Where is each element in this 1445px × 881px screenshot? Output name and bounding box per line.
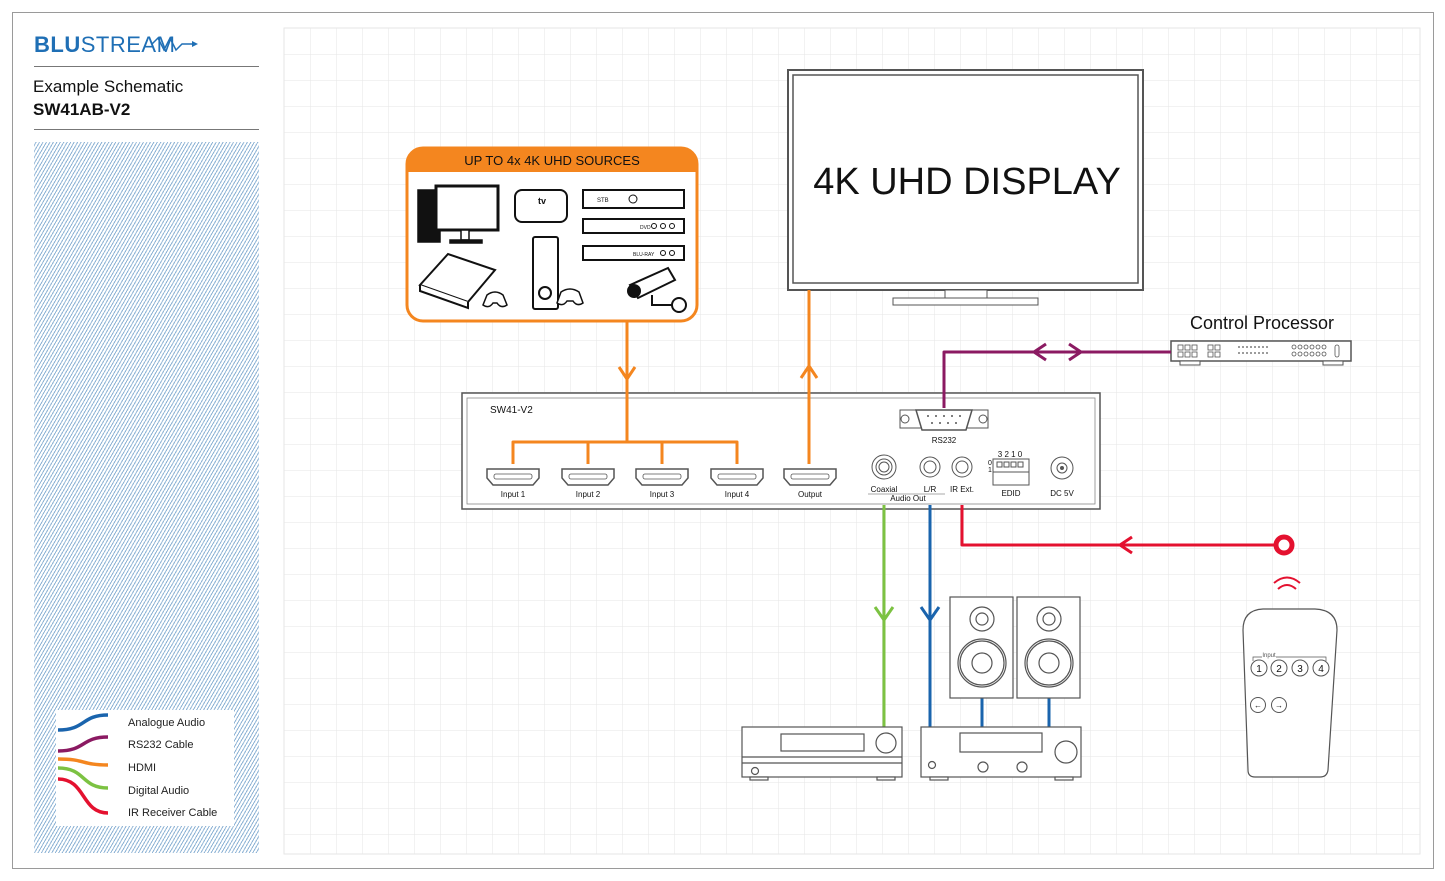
control-processor-label: Control Processor [1190, 313, 1334, 333]
remote-input-button[interactable]: 3 [1291, 659, 1309, 677]
sources-box: UP TO 4x 4K UHD SOURCES tv STB DVD BLU-R… [405, 146, 699, 323]
svg-text:←: ← [1254, 701, 1262, 710]
svg-text:3: 3 [1297, 664, 1303, 675]
ir-remote: Input 1 2 3 4 ← → [1242, 576, 1338, 778]
svg-text:DVD: DVD [640, 225, 651, 231]
lr-port[interactable] [919, 456, 941, 478]
security-camera-icon [627, 266, 687, 313]
svg-text:0: 0 [988, 460, 992, 467]
remote-next-button[interactable]: → [1271, 697, 1287, 713]
svg-text:STB: STB [597, 198, 609, 204]
av-receiver [741, 726, 903, 781]
rs232-port[interactable]: RS232 [899, 409, 989, 445]
model-number: SW41AB-V2 [33, 100, 131, 119]
game-console-icon [418, 252, 508, 310]
dvd-player-icon: DVD [582, 218, 685, 234]
ir-receiver-eye [1273, 534, 1295, 556]
legend-swatch [57, 757, 109, 767]
pc-icon [417, 184, 500, 244]
legend-hdmi: HDMI [128, 762, 157, 774]
coaxial-port[interactable] [871, 454, 897, 480]
hdmi-input-port[interactable]: Input 4 [710, 468, 764, 499]
svg-text:tv: tv [538, 196, 546, 206]
xbox-icon [532, 236, 584, 310]
analogue-audio-cable [919, 505, 1051, 727]
svg-text:4: 4 [1318, 664, 1324, 675]
remote-input-button[interactable]: 4 [1312, 659, 1330, 677]
legend-swatch [57, 777, 109, 815]
stb-icon: STB [582, 189, 685, 209]
dc-power-port[interactable] [1050, 456, 1074, 480]
page-frame [12, 12, 1434, 869]
apple-tv-icon: tv [514, 189, 568, 223]
control-processor: Control Processor [1170, 313, 1352, 366]
sidebar: BLUSTREAM Example Schematic SW41AB-V2 An… [0, 0, 270, 881]
hdmi-input-port[interactable]: Input 2 [561, 468, 615, 499]
hdmi-input-cable [511, 321, 739, 464]
speaker-left [949, 596, 1014, 699]
rs232-label: RS232 [932, 436, 957, 445]
audio-out-label: Audio Out [890, 494, 926, 503]
switcher-device: SW41-V2 Input 1 Input 2 Input 3 Input 4 Outp… [461, 392, 1101, 510]
svg-text:EDID: EDID [1001, 489, 1020, 498]
edid-dip-switch[interactable]: 3 2 1 0 0 1 EDID [988, 450, 1030, 498]
hdmi-output-port[interactable]: Output [783, 468, 837, 499]
remote-input-button[interactable]: 1 [1250, 659, 1268, 677]
hdmi-port-label: Input 2 [576, 490, 601, 499]
hdmi-output-cable [799, 290, 819, 464]
speaker-right [1016, 596, 1081, 699]
svg-text:1: 1 [988, 467, 992, 474]
bluray-player-icon: BLU-RAY [582, 245, 685, 261]
hdmi-port-label: Output [798, 490, 823, 499]
cable-legend: Analogue Audio RS232 Cable HDMI Digital … [56, 710, 234, 826]
brand-logo: BLUSTREAM [34, 32, 198, 58]
wave-arrow-icon [152, 36, 198, 52]
lr-label: L/R [924, 485, 937, 494]
coaxial-label: Coaxial [871, 485, 898, 494]
legend-digital: Digital Audio [128, 785, 190, 797]
display-device: 4K UHD DISPLAY [787, 69, 1144, 306]
ir-receiver-cable [960, 505, 1275, 555]
ir-ext-port[interactable] [951, 456, 973, 478]
svg-text:3 2 1 0: 3 2 1 0 [998, 450, 1023, 459]
digital-audio-cable [873, 505, 895, 727]
subtitle: Example Schematic [33, 77, 184, 96]
legend-swatch [57, 735, 109, 753]
switcher-model: SW41-V2 [490, 405, 533, 416]
display-label: 4K UHD DISPLAY [813, 161, 1121, 203]
legend-swatches [57, 713, 109, 815]
legend-analogue: Analogue Audio [128, 717, 206, 729]
legend-swatch [57, 713, 109, 732]
stereo-amplifier [920, 726, 1082, 781]
divider [34, 66, 259, 67]
hdmi-port-label: Input 3 [650, 490, 675, 499]
remote-input-label: Input [1262, 653, 1276, 659]
svg-text:1: 1 [1256, 664, 1262, 675]
hdmi-input-port[interactable]: Input 3 [635, 468, 689, 499]
divider [34, 129, 259, 130]
legend-ir: IR Receiver Cable [128, 807, 218, 819]
legend-swatch [57, 766, 109, 790]
dc-label: DC 5V [1050, 489, 1074, 498]
rs232-cable [942, 342, 1171, 408]
svg-text:→: → [1275, 701, 1283, 710]
remote-input-button[interactable]: 2 [1270, 659, 1288, 677]
hdmi-port-label: Input 1 [501, 490, 526, 499]
remote-prev-button[interactable]: ← [1250, 697, 1266, 713]
hdmi-port-label: Input 4 [725, 490, 750, 499]
ir-signal-icon [1273, 576, 1301, 590]
svg-text:BLU-RAY: BLU-RAY [633, 252, 655, 258]
legend-rs232: RS232 Cable [128, 739, 194, 751]
sources-title: UP TO 4x 4K UHD SOURCES [464, 153, 640, 168]
ir-ext-label: IR Ext. [950, 485, 974, 494]
hdmi-input-port[interactable]: Input 1 [486, 468, 540, 499]
svg-text:2: 2 [1276, 664, 1282, 675]
